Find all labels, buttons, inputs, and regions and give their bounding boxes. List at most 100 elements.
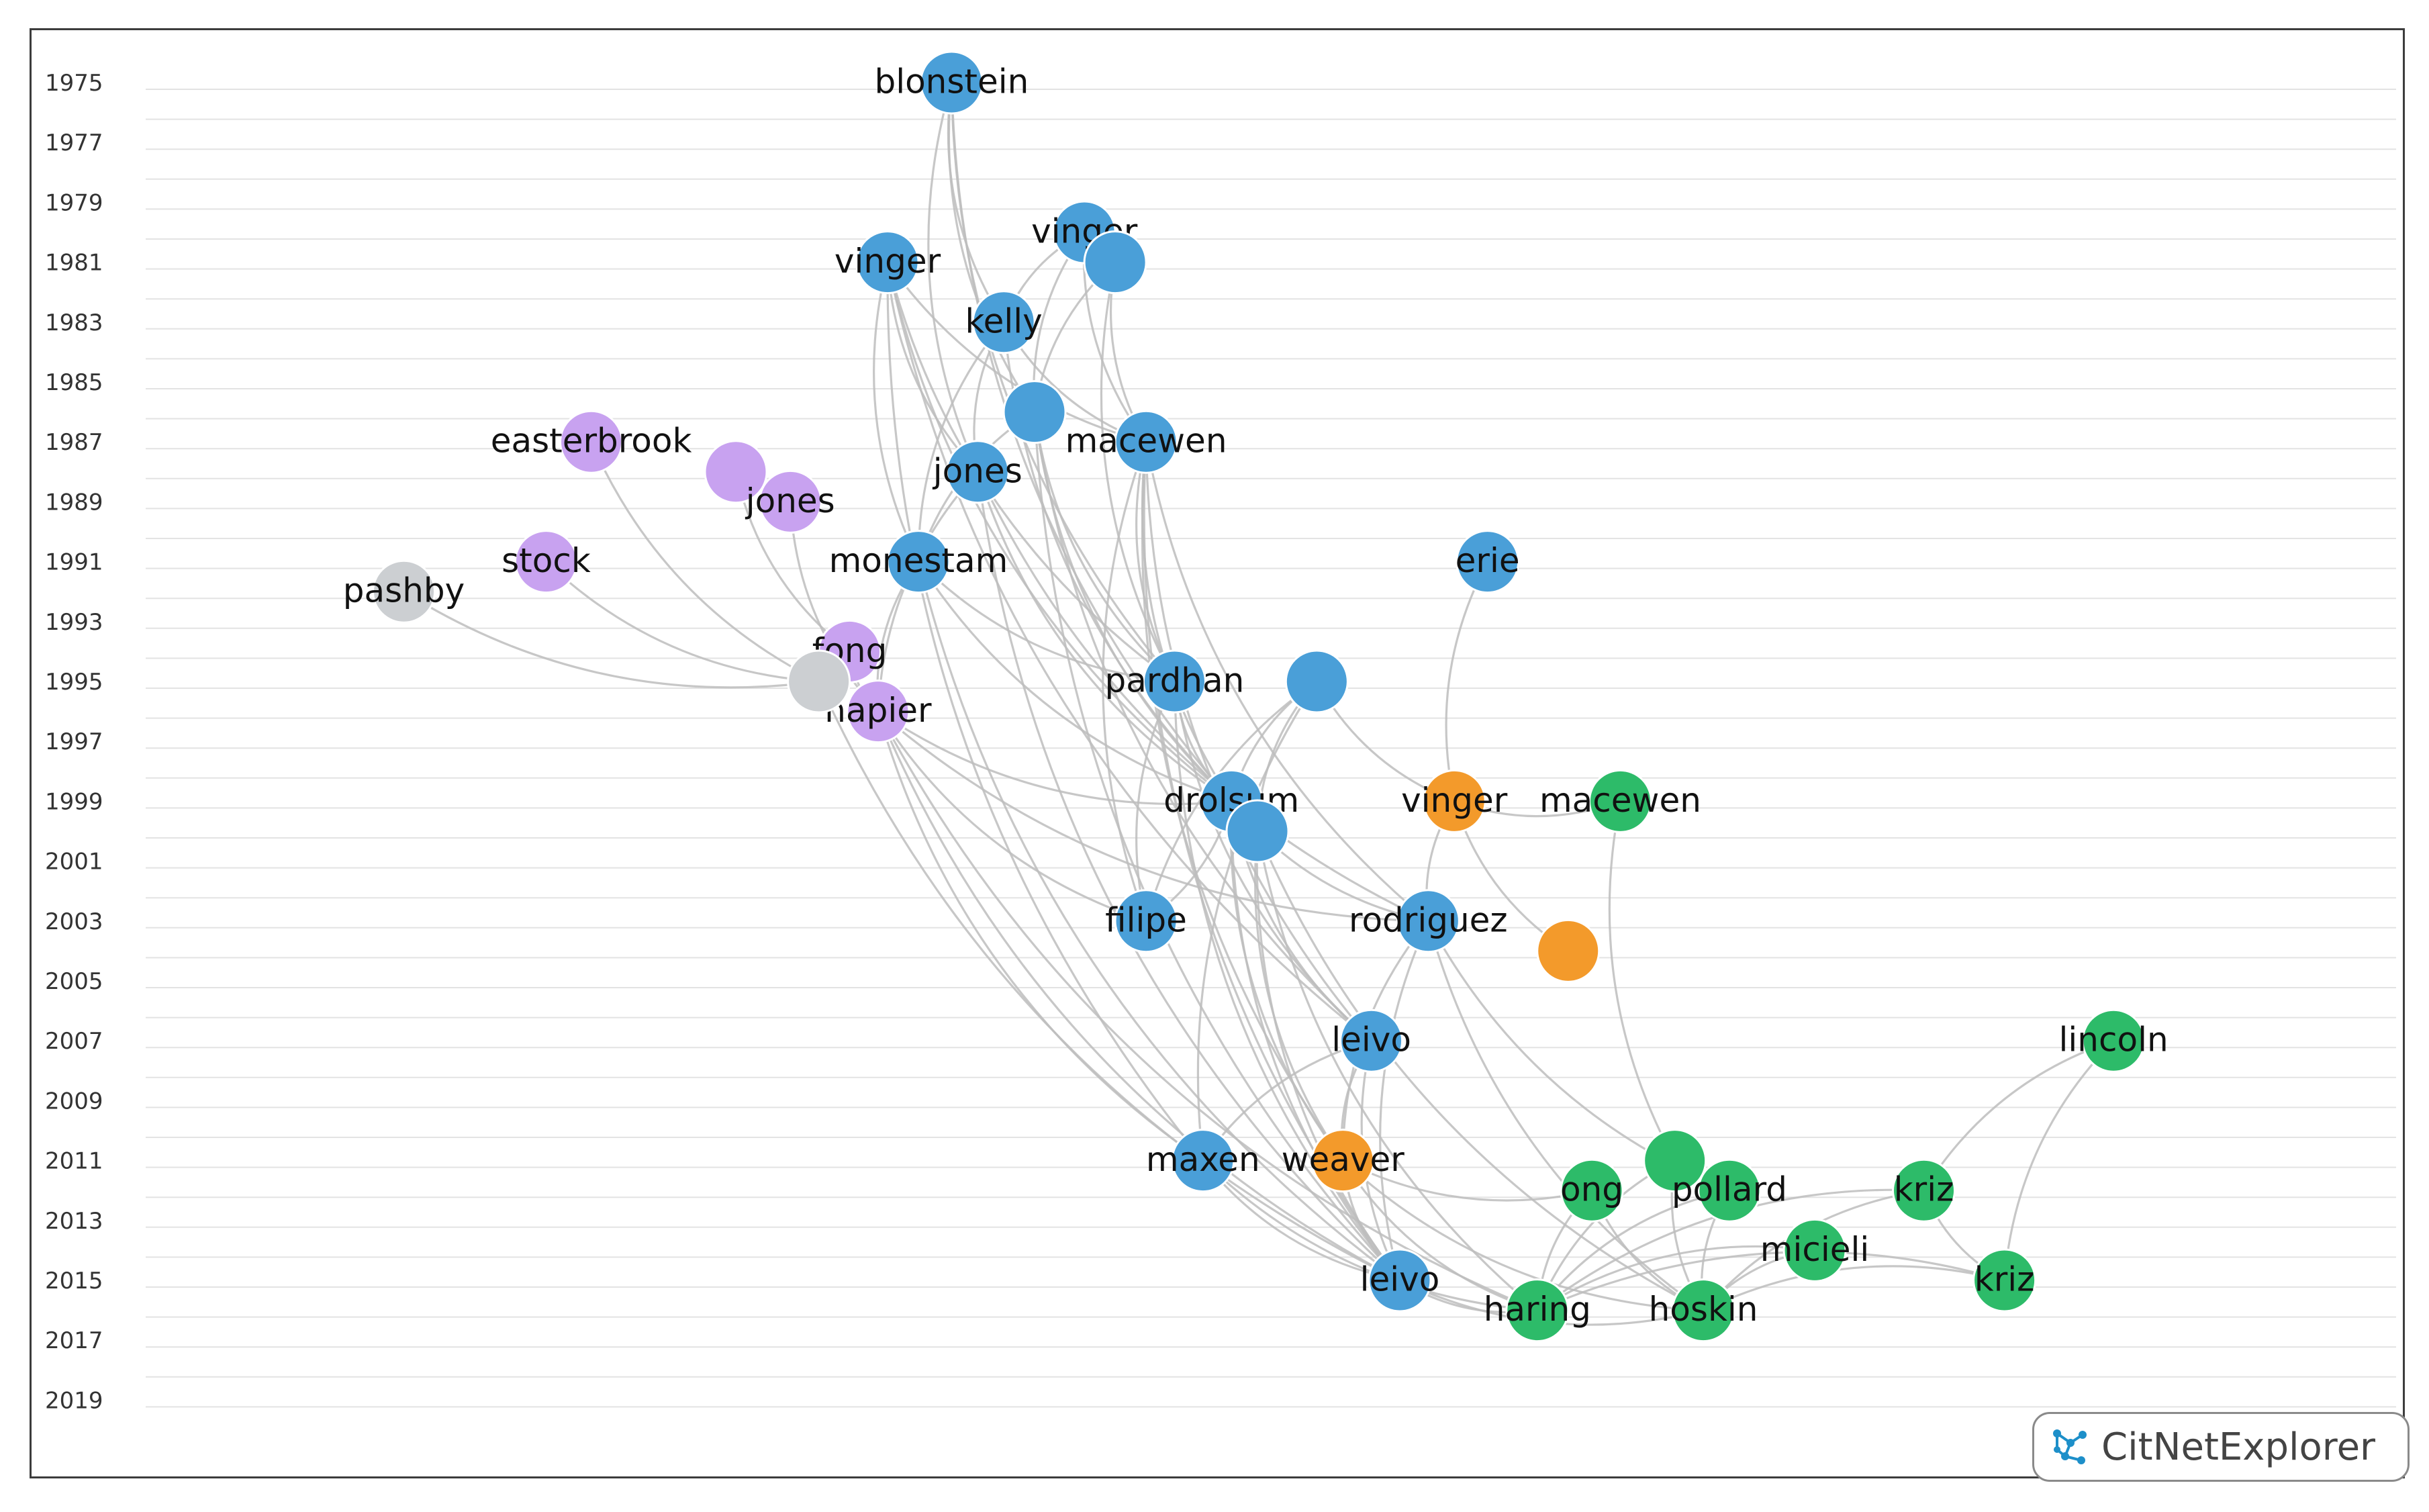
citation-edge xyxy=(1608,801,1676,1162)
node-circle[interactable] xyxy=(1560,1158,1624,1223)
publication-node[interactable]: kelly xyxy=(965,290,1043,355)
publication-node[interactable] xyxy=(1083,230,1147,295)
year-tick-label: 2001 xyxy=(45,849,103,876)
publication-node[interactable]: rodriguez xyxy=(1349,889,1508,953)
node-circle[interactable] xyxy=(1083,230,1147,295)
citation-edge xyxy=(1379,920,1429,1281)
year-tick-label: 1979 xyxy=(45,189,103,216)
year-tick-label: 2019 xyxy=(45,1387,103,1414)
node-circle[interactable] xyxy=(1002,380,1067,444)
publication-node[interactable]: pollard xyxy=(1672,1158,1787,1223)
publication-node[interactable]: ong xyxy=(1560,1158,1624,1223)
node-circle[interactable] xyxy=(846,679,910,744)
year-tick-label: 1993 xyxy=(45,609,103,636)
citation-edge xyxy=(1196,681,1318,1161)
node-circle[interactable] xyxy=(704,440,768,504)
node-circle[interactable] xyxy=(945,440,1010,504)
node-circle[interactable] xyxy=(1339,1008,1404,1073)
citation-edge xyxy=(403,590,819,689)
node-circle[interactable] xyxy=(1142,649,1206,714)
node-circle[interactable] xyxy=(1671,1278,1735,1343)
citation-edge xyxy=(818,681,1400,1282)
publication-node[interactable]: blonstein xyxy=(874,50,1029,115)
year-tick-label: 1981 xyxy=(45,250,103,277)
publication-node[interactable]: kriz xyxy=(1972,1248,2037,1313)
year-tick-label: 2009 xyxy=(45,1088,103,1115)
citation-edge xyxy=(1253,831,1344,1162)
node-circle[interactable] xyxy=(1892,1158,1956,1223)
citation-edge xyxy=(1703,1265,2005,1312)
year-tick-label: 1991 xyxy=(45,549,103,576)
year-tick-label: 1999 xyxy=(45,788,103,815)
publication-node[interactable] xyxy=(1225,799,1290,863)
citnetexplorer-logo[interactable]: CitNetExplorer xyxy=(2032,1412,2410,1482)
publication-node[interactable]: jones xyxy=(745,469,835,534)
publication-node[interactable] xyxy=(787,649,851,714)
node-circle[interactable] xyxy=(514,530,578,594)
node-circle[interactable] xyxy=(886,530,951,594)
citation-edge xyxy=(927,82,979,473)
publication-node[interactable] xyxy=(1643,1129,1707,1193)
publication-node[interactable]: vinger xyxy=(835,230,941,295)
node-circle[interactable] xyxy=(1536,918,1601,983)
publication-node[interactable]: kriz xyxy=(1892,1158,1956,1223)
publication-node[interactable]: stock xyxy=(502,530,591,594)
publication-node[interactable]: haring xyxy=(1484,1278,1591,1343)
node-label: jones xyxy=(933,451,1022,490)
publication-node[interactable] xyxy=(1536,918,1601,983)
publication-node[interactable]: erie xyxy=(1456,530,1520,594)
node-circle[interactable] xyxy=(1171,1129,1235,1193)
node-circle[interactable] xyxy=(919,50,984,115)
node-label: hoskin xyxy=(1649,1290,1758,1329)
node-circle[interactable] xyxy=(855,230,920,295)
publication-node[interactable]: lincoln xyxy=(2059,1008,2169,1073)
publication-node[interactable]: leivo xyxy=(1331,1008,1411,1073)
node-circle[interactable] xyxy=(1396,889,1460,953)
node-circle[interactable] xyxy=(372,559,436,624)
publication-node[interactable]: vinger xyxy=(1401,769,1508,833)
publication-node[interactable]: pardhan xyxy=(1105,649,1245,714)
publication-node[interactable]: micieli xyxy=(1760,1218,1870,1282)
node-circle[interactable] xyxy=(787,649,851,714)
node-circle[interactable] xyxy=(1456,530,1520,594)
node-circle[interactable] xyxy=(758,469,822,534)
node-circle[interactable] xyxy=(1697,1158,1762,1223)
node-circle[interactable] xyxy=(1225,799,1290,863)
publication-node[interactable] xyxy=(1002,380,1067,444)
node-circle[interactable] xyxy=(1782,1218,1847,1282)
node-circle[interactable] xyxy=(1114,410,1178,474)
publication-node[interactable]: weaver xyxy=(1282,1129,1405,1193)
node-label: ong xyxy=(1560,1170,1623,1209)
node-label: kriz xyxy=(1974,1260,2035,1299)
publication-node[interactable] xyxy=(1284,649,1349,714)
node-circle[interactable] xyxy=(1505,1278,1570,1343)
node-circle[interactable] xyxy=(1972,1248,2037,1313)
publication-node[interactable] xyxy=(704,440,768,504)
citation-edge xyxy=(877,710,1400,1282)
node-circle[interactable] xyxy=(2081,1008,2146,1073)
publication-node[interactable]: macewen xyxy=(1539,769,1701,833)
publication-node[interactable]: pashby xyxy=(343,559,465,624)
node-label: kelly xyxy=(965,301,1042,340)
citation-edge xyxy=(917,561,1175,683)
citation-edge xyxy=(1427,920,1704,1311)
node-circle[interactable] xyxy=(1588,769,1652,833)
year-tick-label: 1987 xyxy=(45,429,103,456)
node-circle[interactable] xyxy=(1368,1248,1432,1313)
publication-node[interactable]: leivo xyxy=(1360,1248,1440,1313)
node-circle[interactable] xyxy=(559,410,624,474)
node-circle[interactable] xyxy=(1284,649,1349,714)
publication-node[interactable]: maxen xyxy=(1146,1129,1260,1193)
node-circle[interactable] xyxy=(1114,889,1178,953)
publication-node[interactable]: jones xyxy=(933,440,1022,504)
publication-node[interactable]: hoskin xyxy=(1649,1278,1758,1343)
publication-node[interactable]: easterbrook xyxy=(491,410,692,474)
node-circle[interactable] xyxy=(1311,1129,1375,1193)
node-circle[interactable] xyxy=(971,290,1036,355)
node-circle[interactable] xyxy=(1643,1129,1707,1193)
publication-node[interactable]: monestam xyxy=(829,530,1008,594)
node-circle[interactable] xyxy=(1422,769,1486,833)
publication-node[interactable]: filipe xyxy=(1105,889,1187,953)
publication-node[interactable]: macewen xyxy=(1065,410,1227,474)
citation-edge xyxy=(1173,681,1401,1282)
